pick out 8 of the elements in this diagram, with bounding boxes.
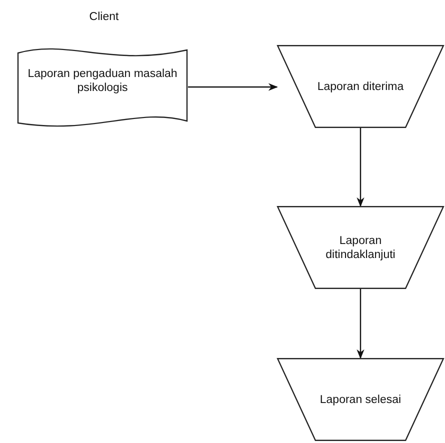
arrow xyxy=(188,83,278,91)
node-label: Laporan ditindaklanjuti xyxy=(324,234,396,262)
node-label: Laporan pengaduan masalah psikologis xyxy=(28,67,178,95)
node-label: Laporan selesai xyxy=(320,392,402,406)
arrow xyxy=(356,289,364,359)
column-heading: Client xyxy=(89,11,119,23)
arrow xyxy=(356,128,364,207)
node-label: Laporan diterima xyxy=(317,80,404,94)
